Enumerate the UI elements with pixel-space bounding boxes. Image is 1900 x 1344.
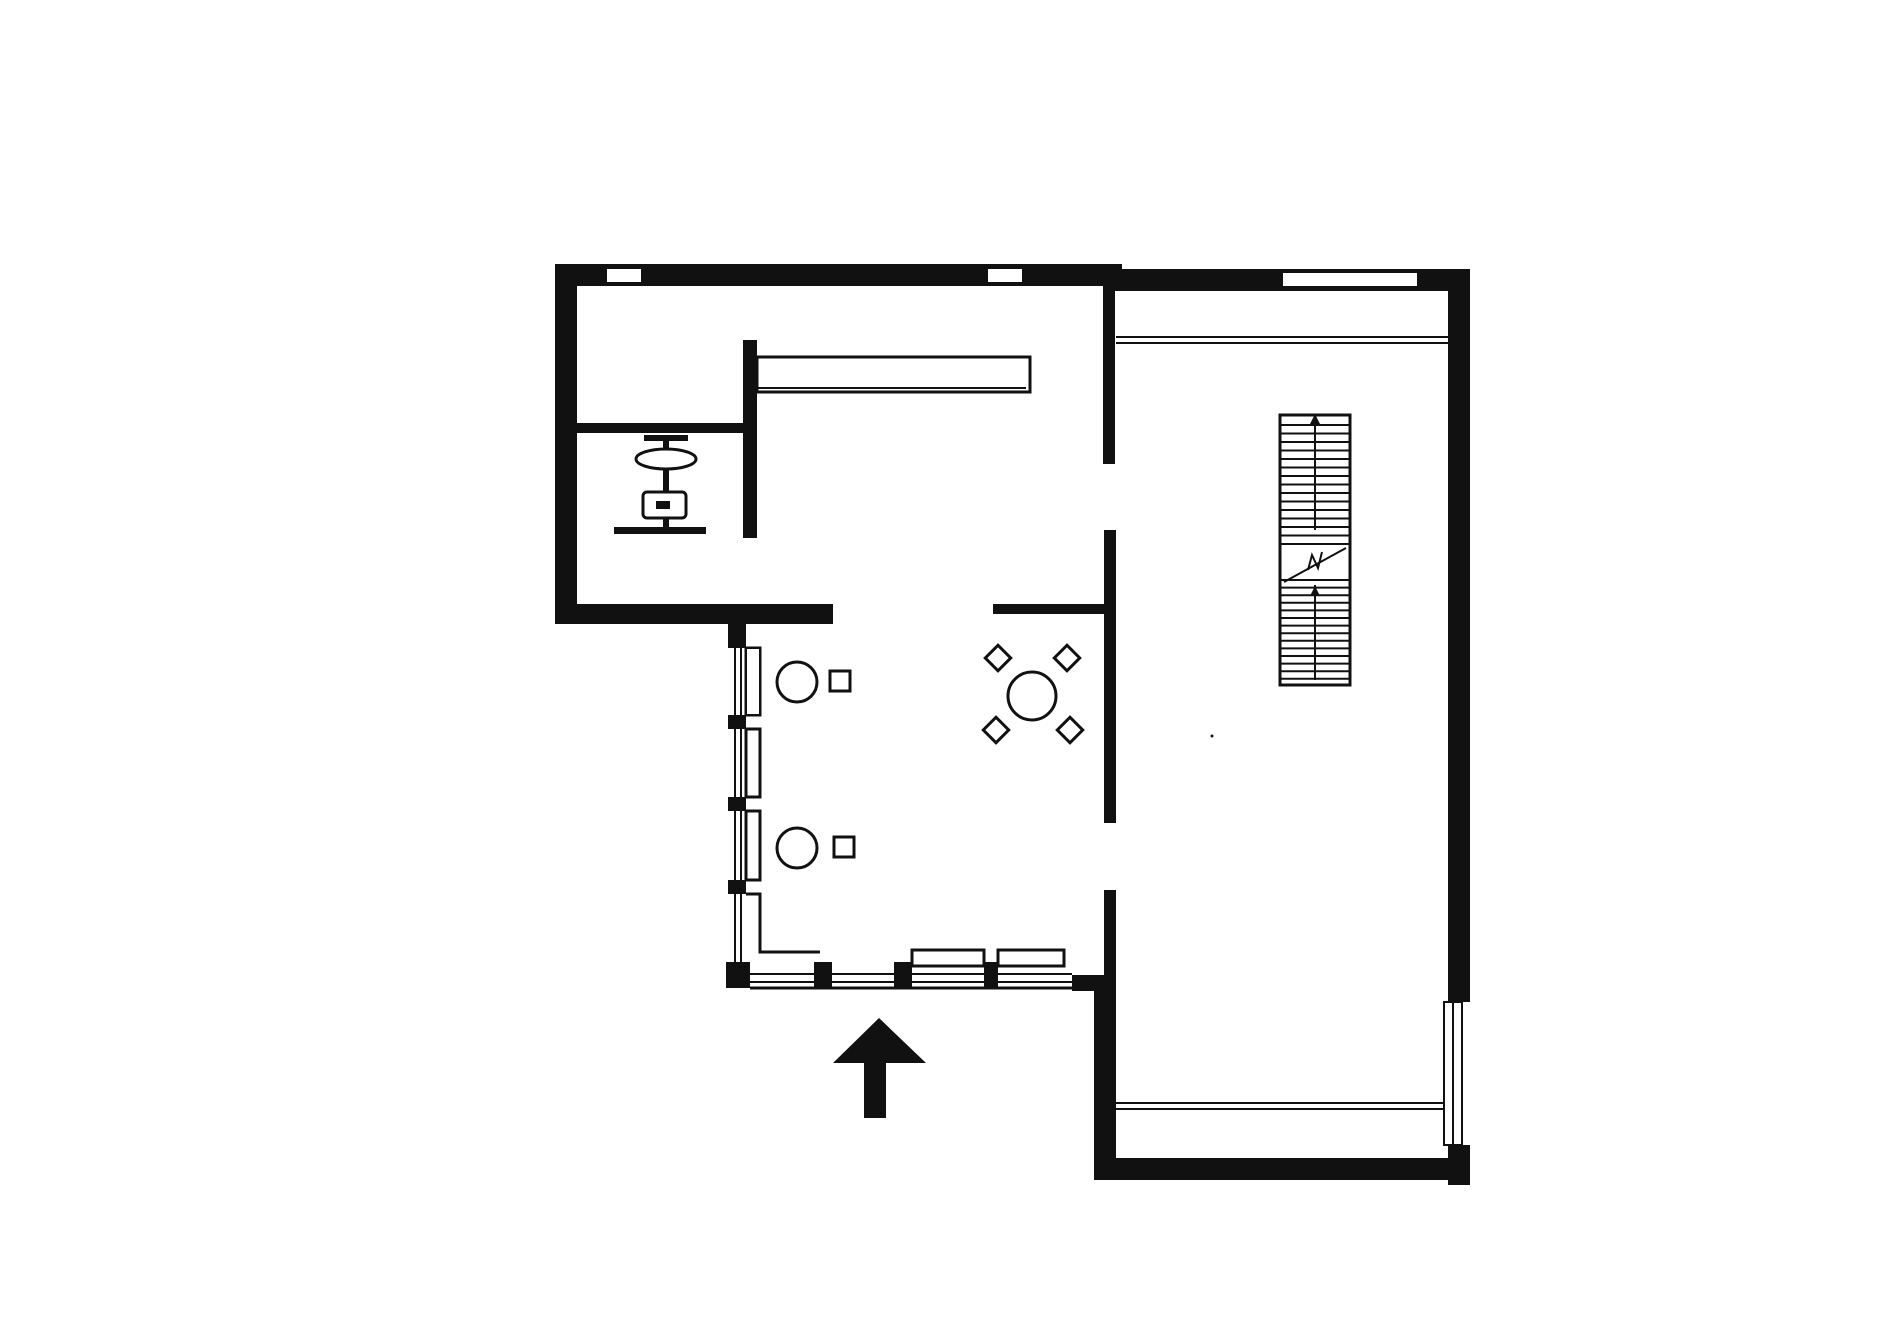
bench-bottom-2 (996, 948, 1066, 968)
pier-4 (728, 880, 746, 894)
wc-top-wall (577, 423, 752, 433)
up-arrow-icon (1310, 414, 1320, 424)
break-line-icon (1283, 547, 1347, 583)
table-round-2 (775, 826, 819, 870)
sink-tap (656, 501, 670, 509)
up-arrow-icon (1310, 586, 1320, 596)
chair-se (1055, 715, 1085, 745)
table-round-1 (775, 660, 819, 704)
window-top-1 (607, 269, 641, 282)
up-arrow-icon (833, 1018, 926, 1118)
bench-3 (744, 809, 762, 882)
stool-2 (832, 835, 856, 859)
exterior-walls (555, 264, 1470, 1185)
chair-ne (1052, 643, 1082, 673)
chair-sw (981, 715, 1011, 745)
entrance-arrow (833, 1018, 926, 1118)
window-top-3 (1283, 273, 1417, 286)
top-windows (607, 269, 1463, 1146)
stair (1278, 413, 1352, 687)
partition-south (1104, 890, 1116, 985)
north-symbol (1307, 551, 1323, 571)
toilet-icon (634, 447, 698, 471)
pier-3 (728, 797, 746, 811)
pier-2 (728, 715, 746, 729)
top-wall-west (555, 264, 1122, 286)
wc-fixture-top (644, 435, 688, 441)
partition-north (1103, 286, 1115, 464)
wc-east-partition (743, 340, 757, 538)
wc-fixture-base (614, 527, 706, 534)
bench-corner (746, 892, 820, 954)
service-area (577, 340, 1032, 538)
glazed-facade (726, 624, 1072, 990)
chair-nw (983, 643, 1013, 673)
east-hall (1116, 336, 1448, 1110)
pier-1 (728, 624, 746, 648)
window-top-2 (988, 269, 1022, 282)
furniture (775, 643, 1085, 870)
central-partitions (993, 286, 1116, 985)
partition-stub (993, 604, 1106, 614)
table-round-3 (1006, 670, 1058, 722)
bottom-wall-east (1094, 1158, 1470, 1180)
bench-bottom-1 (910, 948, 986, 968)
east-block-lower-west-wall (1094, 975, 1116, 1180)
bench-2 (744, 727, 762, 799)
west-block-bottom-wall (555, 604, 833, 624)
counter (755, 355, 1032, 394)
left-wall (555, 264, 577, 624)
right-wall-upper (1448, 269, 1470, 1002)
bench-1-line (745, 647, 761, 716)
floor-marker (1210, 734, 1214, 738)
partition-middle (1104, 530, 1116, 823)
pier-corner (726, 962, 750, 988)
wc-fixture-stem (663, 435, 669, 531)
stool-1 (828, 669, 852, 693)
